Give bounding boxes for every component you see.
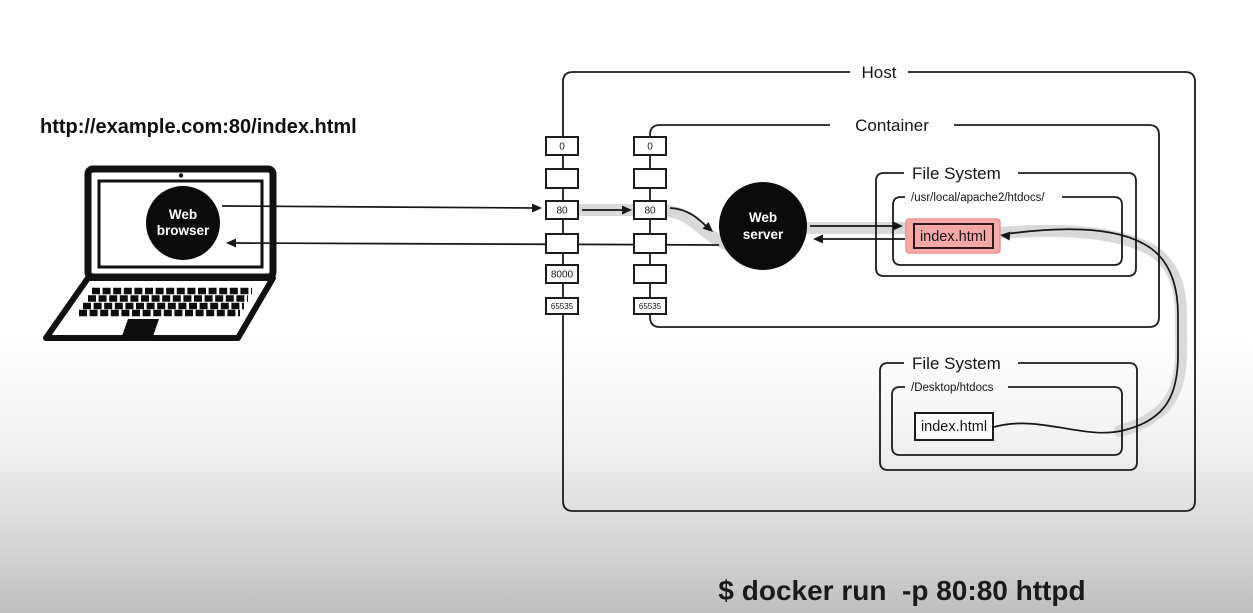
url-label: http://example.com:80/index.html bbox=[40, 116, 357, 138]
host-port-box-8000 bbox=[545, 264, 579, 284]
host-filesystem bbox=[879, 362, 1138, 471]
web-server-label-line1: Web bbox=[749, 210, 777, 225]
container-index-file: index.html bbox=[905, 218, 1001, 254]
host-port-box-80 bbox=[545, 200, 579, 220]
host-box bbox=[562, 71, 1196, 512]
host-index-label: index.html bbox=[921, 419, 987, 435]
request-arrow-line bbox=[221, 205, 536, 209]
port-map-arrowhead bbox=[622, 205, 632, 215]
container-port-box-80 bbox=[633, 200, 667, 220]
web-browser-node bbox=[146, 186, 220, 260]
laptop-webcam-dot bbox=[178, 173, 184, 178]
container-fs-label: File System bbox=[912, 164, 1001, 183]
container-port-labels: 0 80 65535 bbox=[639, 142, 662, 312]
host-port-labels: 0 80 8000 65535 bbox=[551, 142, 574, 312]
host-port-box-blank1 bbox=[545, 168, 579, 189]
volume-mount-arrowhead bbox=[1000, 231, 1011, 241]
host-port-80: 80 bbox=[556, 206, 568, 217]
container-port-box-blank1 bbox=[633, 168, 667, 189]
container-port-0: 0 bbox=[647, 142, 653, 153]
host-index-box bbox=[914, 412, 994, 441]
container-fs-path-label: /usr/local/apache2/htdocs/ bbox=[911, 192, 1045, 204]
container-index-box bbox=[913, 223, 994, 249]
container-port-box-65535 bbox=[633, 297, 667, 315]
response-arrowhead bbox=[226, 238, 236, 248]
container-filesystem bbox=[875, 172, 1137, 277]
file-to-server-arrowhead bbox=[813, 234, 823, 244]
host-port-box-65535 bbox=[545, 297, 579, 315]
container-index-label: index.html bbox=[920, 229, 986, 245]
host-port-column bbox=[545, 136, 579, 315]
container-box bbox=[649, 124, 1160, 328]
host-port-65535: 65535 bbox=[551, 302, 574, 311]
container-port-65535: 65535 bbox=[639, 302, 662, 311]
container-port-box-blank3 bbox=[633, 264, 667, 284]
host-fs-path-box bbox=[891, 386, 1123, 456]
docker-command-text: $ docker run -p 80:80 httpd bbox=[718, 575, 1085, 606]
container-label: Container bbox=[855, 116, 929, 135]
web-browser-label-line1: Web bbox=[169, 207, 197, 222]
host-label: Host bbox=[862, 63, 897, 82]
web-browser-label-line2: browser bbox=[157, 223, 210, 238]
laptop-trackpad bbox=[121, 319, 159, 339]
port-to-server-arrowhead bbox=[702, 221, 713, 232]
container-port-80: 80 bbox=[644, 206, 656, 217]
container-port-column bbox=[633, 136, 667, 315]
laptop-keyboard bbox=[79, 287, 252, 317]
host-fs-label: File System bbox=[912, 354, 1001, 373]
container-fs-box bbox=[875, 172, 1137, 277]
host-fs-box bbox=[879, 362, 1138, 471]
web-server-node bbox=[719, 182, 807, 270]
host-port-8000: 8000 bbox=[551, 270, 574, 281]
laptop-icon: Web browser bbox=[43, 165, 277, 341]
request-arrowhead bbox=[532, 203, 542, 213]
web-server-label-line2: server bbox=[743, 227, 784, 242]
container-port-box-blank2 bbox=[633, 233, 667, 254]
band-mount-curve bbox=[992, 224, 1187, 437]
host-index-file: index.html bbox=[914, 412, 994, 441]
web-server: Web server bbox=[719, 182, 807, 270]
server-to-file-arrowhead bbox=[893, 221, 903, 231]
container-port-box-0 bbox=[633, 136, 667, 156]
host-port-box-blank2 bbox=[545, 233, 579, 254]
arrows bbox=[221, 203, 1179, 434]
container-fs-path-box bbox=[892, 196, 1123, 266]
band-port-to-server bbox=[658, 205, 734, 251]
port-to-server-arrow-line bbox=[669, 207, 708, 228]
volume-mount-curve bbox=[993, 228, 1179, 434]
host-port-0: 0 bbox=[559, 142, 565, 153]
host-port-box-0 bbox=[545, 136, 579, 156]
host-fs-path-label: /Desktop/htdocs bbox=[911, 382, 994, 394]
